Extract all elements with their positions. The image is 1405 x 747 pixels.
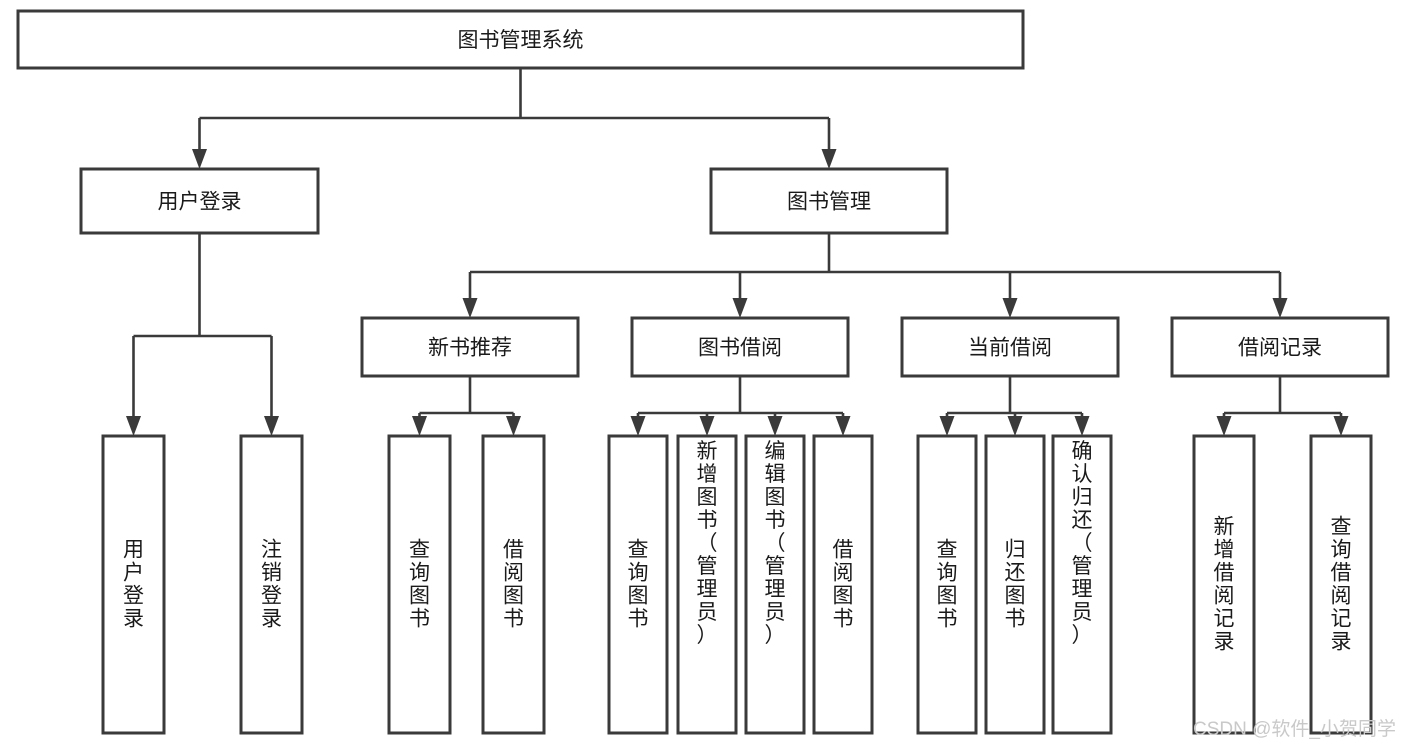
node-label-leaf-add-borrow-record: 新增借阅记录 [1214, 515, 1235, 653]
bm-to-l3-arrow-3 [1272, 298, 1288, 318]
node-box-leaf-add-book-admin [676, 434, 738, 735]
book-borrow-to-leaves-arrow-3 [835, 416, 851, 436]
node-box-book-management [709, 167, 949, 235]
node-box-leaf-edit-book-admin [744, 434, 806, 735]
node-box-current-borrow [900, 316, 1120, 378]
new-book-recommend-to-leaves-arrow-0 [412, 416, 427, 436]
node-label-leaf-query-book-borrow: 查询图书 [628, 538, 649, 630]
node-box-leaf-query-book-current [916, 434, 978, 735]
root-to-l2-arrow-1 [821, 149, 837, 169]
node-box-book-borrow [630, 316, 850, 378]
node-root[interactable]: 图书管理系统 [16, 9, 1025, 70]
node-leaf-user-login[interactable]: 用户登录 [101, 434, 166, 735]
node-new-book-recommend[interactable]: 新书推荐 [360, 316, 580, 378]
bm-to-l3-arrow-0 [462, 298, 478, 318]
node-box-leaf-return-book [984, 434, 1046, 735]
node-label-leaf-borrow-book-recommend: 借阅图书 [503, 538, 524, 630]
new-book-recommend-to-leaves-arrow-1 [506, 416, 521, 436]
root-to-l2-arrow-0 [192, 149, 207, 169]
book-borrow-to-leaves-arrow-2 [767, 416, 783, 436]
node-borrow-record[interactable]: 借阅记录 [1170, 316, 1390, 378]
node-leaf-user-logout[interactable]: 注销登录 [239, 434, 304, 735]
node-leaf-query-borrow-record[interactable]: 查询借阅记录 [1309, 434, 1373, 735]
node-leaf-query-book-borrow[interactable]: 查询图书 [607, 434, 669, 735]
node-leaf-query-book-recommend[interactable]: 查询图书 [387, 434, 452, 735]
node-label-new-book-recommend: 新书推荐 [428, 337, 512, 360]
node-box-leaf-borrow-book-recommend [481, 434, 546, 735]
node-box-leaf-user-login [101, 434, 166, 735]
current-borrow-to-leaves-arrow-2 [1074, 416, 1090, 436]
current-borrow-to-leaves-arrow-1 [1007, 416, 1023, 436]
node-layer: 新书推荐图书借阅当前借阅借阅记录用户登录图书管理用户登录注销登录查询图书借阅图书… [16, 9, 1390, 735]
book-borrow-to-leaves-arrow-0 [630, 416, 646, 436]
node-box-leaf-query-book-recommend [387, 434, 452, 735]
node-leaf-edit-book-admin[interactable]: 编辑图书（管理员） [744, 434, 806, 735]
node-leaf-confirm-return-admin[interactable]: 确认归还（管理员） [1051, 434, 1113, 735]
node-box-user-login [79, 167, 320, 235]
node-box-leaf-add-borrow-record [1192, 434, 1256, 735]
node-current-borrow[interactable]: 当前借阅 [900, 316, 1120, 378]
watermark-label: CSDN @软件_小贺同学 [1193, 718, 1396, 740]
node-label-leaf-query-book-current: 查询图书 [937, 538, 958, 630]
node-leaf-return-book[interactable]: 归还图书 [984, 434, 1046, 735]
node-user-login[interactable]: 用户登录 [79, 167, 320, 235]
node-label-leaf-edit-book-admin: 编辑图书（管理员） [765, 440, 786, 647]
bm-to-l3-arrow-2 [1002, 298, 1018, 318]
node-leaf-borrow-book[interactable]: 借阅图书 [812, 434, 874, 735]
node-leaf-query-book-current[interactable]: 查询图书 [916, 434, 978, 735]
borrow-record-to-leaves-arrow-0 [1216, 416, 1232, 436]
connector-layer [126, 68, 1349, 436]
book-borrow-to-leaves-arrow-1 [699, 416, 715, 436]
ul-to-leaves-arrow-1 [264, 416, 279, 436]
node-box-leaf-query-borrow-record [1309, 434, 1373, 735]
node-box-leaf-query-book-borrow [607, 434, 669, 735]
node-label-leaf-return-book: 归还图书 [1005, 538, 1026, 630]
node-label-user-login: 用户登录 [158, 191, 242, 214]
node-label-leaf-query-borrow-record: 查询借阅记录 [1331, 515, 1352, 653]
node-label-leaf-query-book-recommend: 查询图书 [409, 538, 430, 630]
node-label-leaf-add-book-admin: 新增图书（管理员） [697, 440, 718, 647]
node-leaf-add-borrow-record[interactable]: 新增借阅记录 [1192, 434, 1256, 735]
node-box-new-book-recommend [360, 316, 580, 378]
ul-to-leaves-arrow-0 [126, 416, 141, 436]
current-borrow-to-leaves-arrow-0 [939, 416, 955, 436]
node-label-book-borrow: 图书借阅 [698, 337, 782, 360]
node-box-borrow-record [1170, 316, 1390, 378]
node-box-root [16, 9, 1025, 70]
node-book-management[interactable]: 图书管理 [709, 167, 949, 235]
node-leaf-add-book-admin[interactable]: 新增图书（管理员） [676, 434, 738, 735]
node-label-leaf-user-login: 用户登录 [123, 538, 144, 630]
node-book-borrow[interactable]: 图书借阅 [630, 316, 850, 378]
node-label-leaf-borrow-book: 借阅图书 [833, 538, 854, 630]
node-box-leaf-user-logout [239, 434, 304, 735]
node-label-root: 图书管理系统 [458, 29, 584, 52]
node-label-borrow-record: 借阅记录 [1238, 337, 1322, 360]
bm-to-l3-arrow-1 [732, 298, 748, 318]
node-label-leaf-confirm-return-admin: 确认归还（管理员） [1072, 440, 1093, 647]
node-box-leaf-confirm-return-admin [1051, 434, 1113, 735]
node-label-book-management: 图书管理 [787, 191, 871, 214]
node-label-current-borrow: 当前借阅 [968, 337, 1052, 360]
node-leaf-borrow-book-recommend[interactable]: 借阅图书 [481, 434, 546, 735]
node-box-leaf-borrow-book [812, 434, 874, 735]
borrow-record-to-leaves-arrow-1 [1333, 416, 1349, 436]
node-label-leaf-user-logout: 注销登录 [261, 538, 282, 630]
